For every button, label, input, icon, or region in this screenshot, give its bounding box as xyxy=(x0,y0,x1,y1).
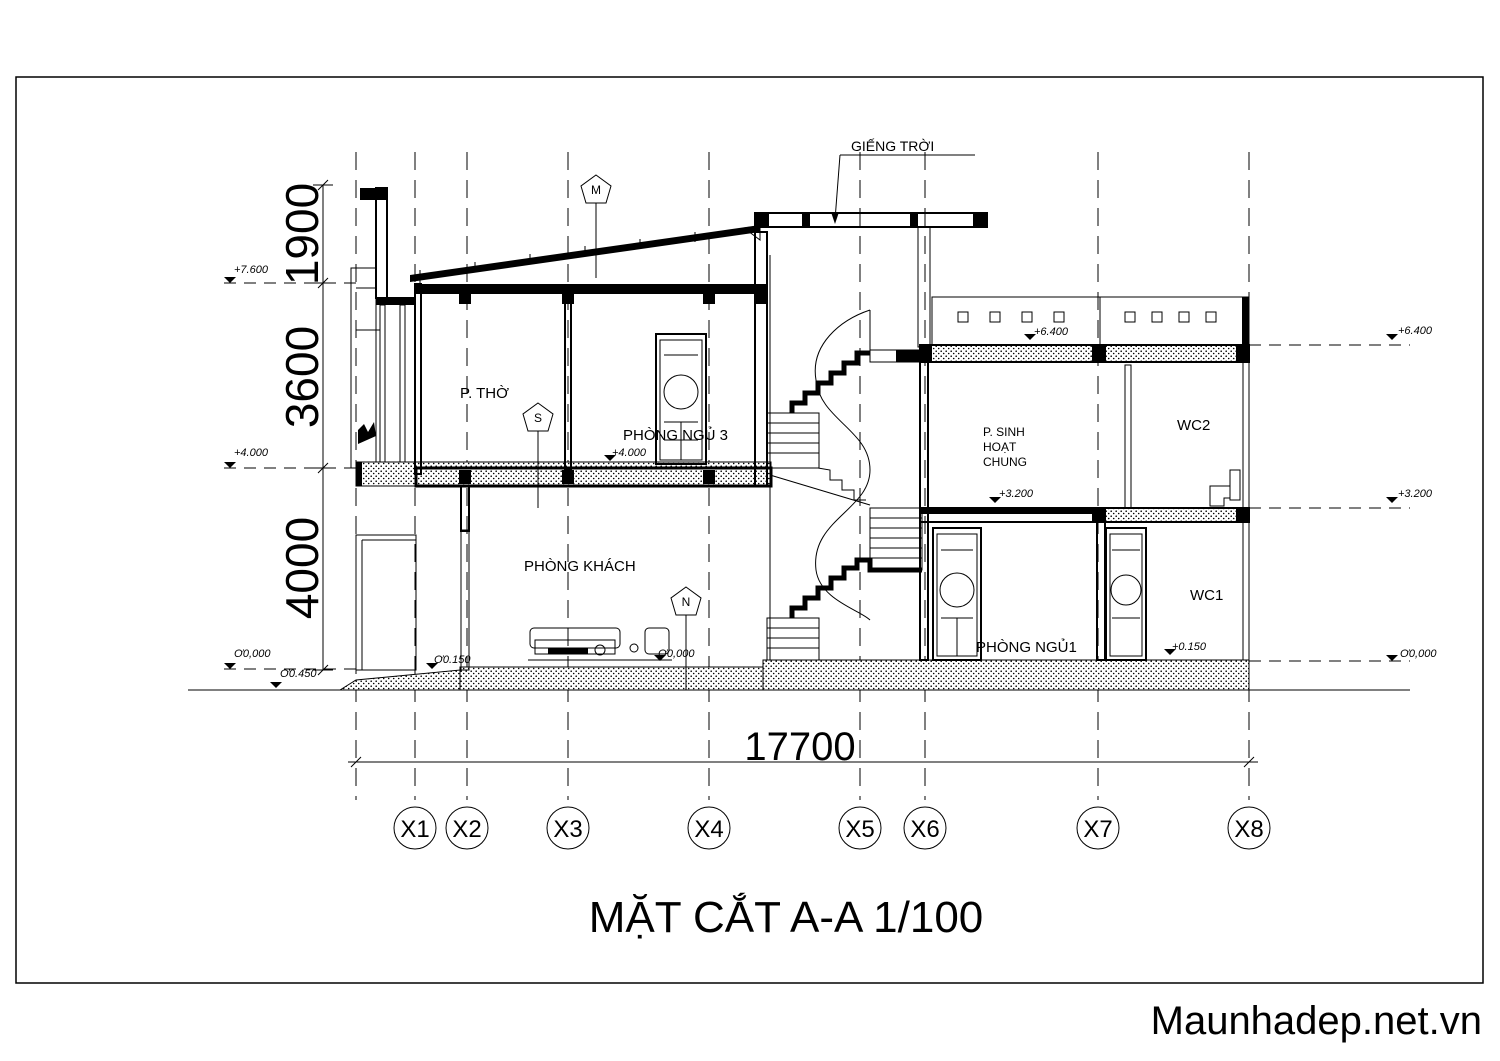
dim-3600: 3600 xyxy=(276,326,328,428)
room-wc1: WC1 xyxy=(1190,587,1223,604)
sofa-set xyxy=(528,627,672,661)
level-0-right: Ơ0,000 xyxy=(1400,648,1437,660)
foundation-slab-right xyxy=(762,659,1250,691)
level-6400-right: +6.400 xyxy=(1398,325,1433,337)
svg-text:S: S xyxy=(534,411,542,425)
room-bedroom3: PHÒNG NGỦ 3 xyxy=(623,426,728,444)
svg-text:M: M xyxy=(591,183,601,197)
stair-core xyxy=(766,255,923,661)
level-4000-mid: +4.000 xyxy=(612,447,647,459)
level-4000-left: +4.000 xyxy=(234,447,269,459)
level-triangles xyxy=(224,277,1398,688)
axis-bubble-x2: X2 xyxy=(445,806,489,850)
vertical-dimension xyxy=(313,179,333,676)
marker-m: M xyxy=(580,174,612,278)
room-living: PHÒNG KHÁCH xyxy=(524,558,636,575)
marker-n: N xyxy=(670,586,702,690)
room-family-line1: P. SINH xyxy=(983,425,1025,439)
level-minus-450: Ơ0.450 xyxy=(280,668,317,680)
level-0150-right: +0.150 xyxy=(1172,641,1207,653)
svg-text:X3: X3 xyxy=(553,816,582,843)
level-3200-right: +3.200 xyxy=(1398,488,1433,500)
room-wc2: WC2 xyxy=(1177,417,1210,434)
axis-bubble-x7: X7 xyxy=(1076,806,1120,850)
drawing-title: MẶT CẮT A-A 1/100 xyxy=(589,892,984,942)
door-bedroom1 xyxy=(932,527,982,661)
upper-floor-structure xyxy=(414,231,773,671)
svg-text:X2: X2 xyxy=(452,816,481,843)
svg-text:X4: X4 xyxy=(694,816,723,843)
skylight-roof xyxy=(754,212,988,348)
room-family-line3: CHUNG xyxy=(983,455,1027,469)
svg-text:N: N xyxy=(682,595,691,609)
room-altar: P. THỜ xyxy=(460,385,509,402)
svg-text:X7: X7 xyxy=(1083,816,1112,843)
svg-text:X5: X5 xyxy=(845,816,874,843)
axis-bubble-x6: X6 xyxy=(903,806,947,850)
room-bedroom1: PHÒNG NGỦ1 xyxy=(976,638,1077,656)
level-0150-left: Ơ0.150 xyxy=(434,654,471,666)
axis-bubble-x1: X1 xyxy=(393,806,437,850)
front-ramp xyxy=(338,669,461,691)
horizontal-dimension xyxy=(348,756,1258,768)
dim-17700: 17700 xyxy=(744,725,855,769)
svg-text:X6: X6 xyxy=(910,816,939,843)
door-wc1 xyxy=(1105,527,1147,661)
level-7600: +7.600 xyxy=(234,264,269,276)
right-block xyxy=(919,296,1250,661)
level-0-mid: Ơ0,000 xyxy=(658,648,695,660)
axis-bubble-x3: X3 xyxy=(546,806,590,850)
skylight-label: GIẾNG TRỜI xyxy=(851,138,934,154)
axis-bubble-x5: X5 xyxy=(838,806,882,850)
door-bedroom3 xyxy=(655,333,707,465)
sloped-roof xyxy=(410,225,761,290)
level-6400-mid: +6.400 xyxy=(1034,326,1069,338)
axis-bubble-x4: X4 xyxy=(687,806,731,850)
marker-s: S xyxy=(522,402,554,508)
level-0-left: Ơ0,000 xyxy=(234,648,271,660)
axis-bubble-x8: X8 xyxy=(1227,806,1271,850)
level-3200-mid: +3.200 xyxy=(999,488,1034,500)
drawing-frame xyxy=(15,76,1484,984)
svg-text:X8: X8 xyxy=(1234,816,1263,843)
room-family-line2: HOẠT xyxy=(983,440,1017,454)
level-lines xyxy=(224,282,1410,670)
watermark: Maunhadep.net.vn xyxy=(1151,999,1482,1043)
svg-text:X1: X1 xyxy=(400,816,429,843)
dim-1900: 1900 xyxy=(276,183,328,285)
dim-4000: 4000 xyxy=(276,517,328,619)
foundation-slab xyxy=(459,666,764,691)
